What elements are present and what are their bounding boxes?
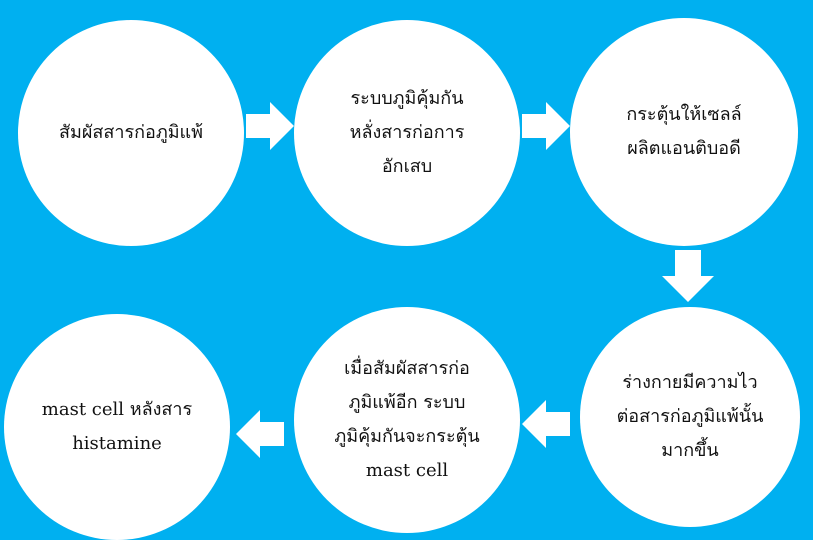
arrow-right-icon — [246, 102, 294, 150]
arrow-left-icon — [522, 400, 570, 448]
step-3-node: กระตุ้นให้เซลล์ ผลิตแอนติบอดี — [570, 18, 798, 246]
step-1-node: สัมผัสสารก่อภูมิแพ้ — [18, 20, 244, 246]
step-5-line-1: เมื่อสัมผัสสารก่อ — [344, 358, 470, 379]
arrow-left-icon — [236, 410, 284, 458]
step-5-line-4: mast cell — [365, 460, 449, 481]
step-5-line-2: ภูมิแพ้อีก ระบบ — [348, 392, 466, 413]
step-1-line-1: สัมผัสสารก่อภูมิแพ้ — [58, 122, 204, 143]
step-4-line-2: ต่อสารก่อภูมิแพ้นั้น — [616, 406, 764, 427]
step-4-node: ร่างกายมีความไว ต่อสารก่อภูมิแพ้นั้น มาก… — [580, 307, 800, 527]
step-2-line-1: ระบบภูมิคุ้มกัน — [350, 88, 464, 109]
step-2-node: ระบบภูมิคุ้มกัน หลั่งสารก่อการ อักเสบ — [294, 20, 520, 246]
step-4-line-3: มากขึ้น — [661, 440, 719, 461]
step-6-line-1: mast cell หลังสาร — [41, 399, 193, 420]
step-6-line-2: histamine — [72, 433, 162, 454]
step-4-line-1: ร่างกายมีความไว — [622, 372, 758, 393]
arrow-down-icon — [662, 250, 714, 302]
step-3-line-1: กระตุ้นให้เซลล์ — [626, 104, 742, 125]
step-2-line-2: หลั่งสารก่อการ — [349, 122, 465, 143]
arrow-right-icon — [522, 102, 570, 150]
step-3-line-2: ผลิตแอนติบอดี — [627, 138, 741, 159]
step-5-line-3: ภูมิคุ้มกันจะกระตุ้น — [334, 426, 480, 447]
step-5-node: เมื่อสัมผัสสารก่อ ภูมิแพ้อีก ระบบ ภูมิคุ… — [294, 307, 520, 533]
step-6-node: mast cell หลังสาร histamine — [4, 314, 230, 540]
step-2-line-3: อักเสบ — [381, 156, 433, 177]
